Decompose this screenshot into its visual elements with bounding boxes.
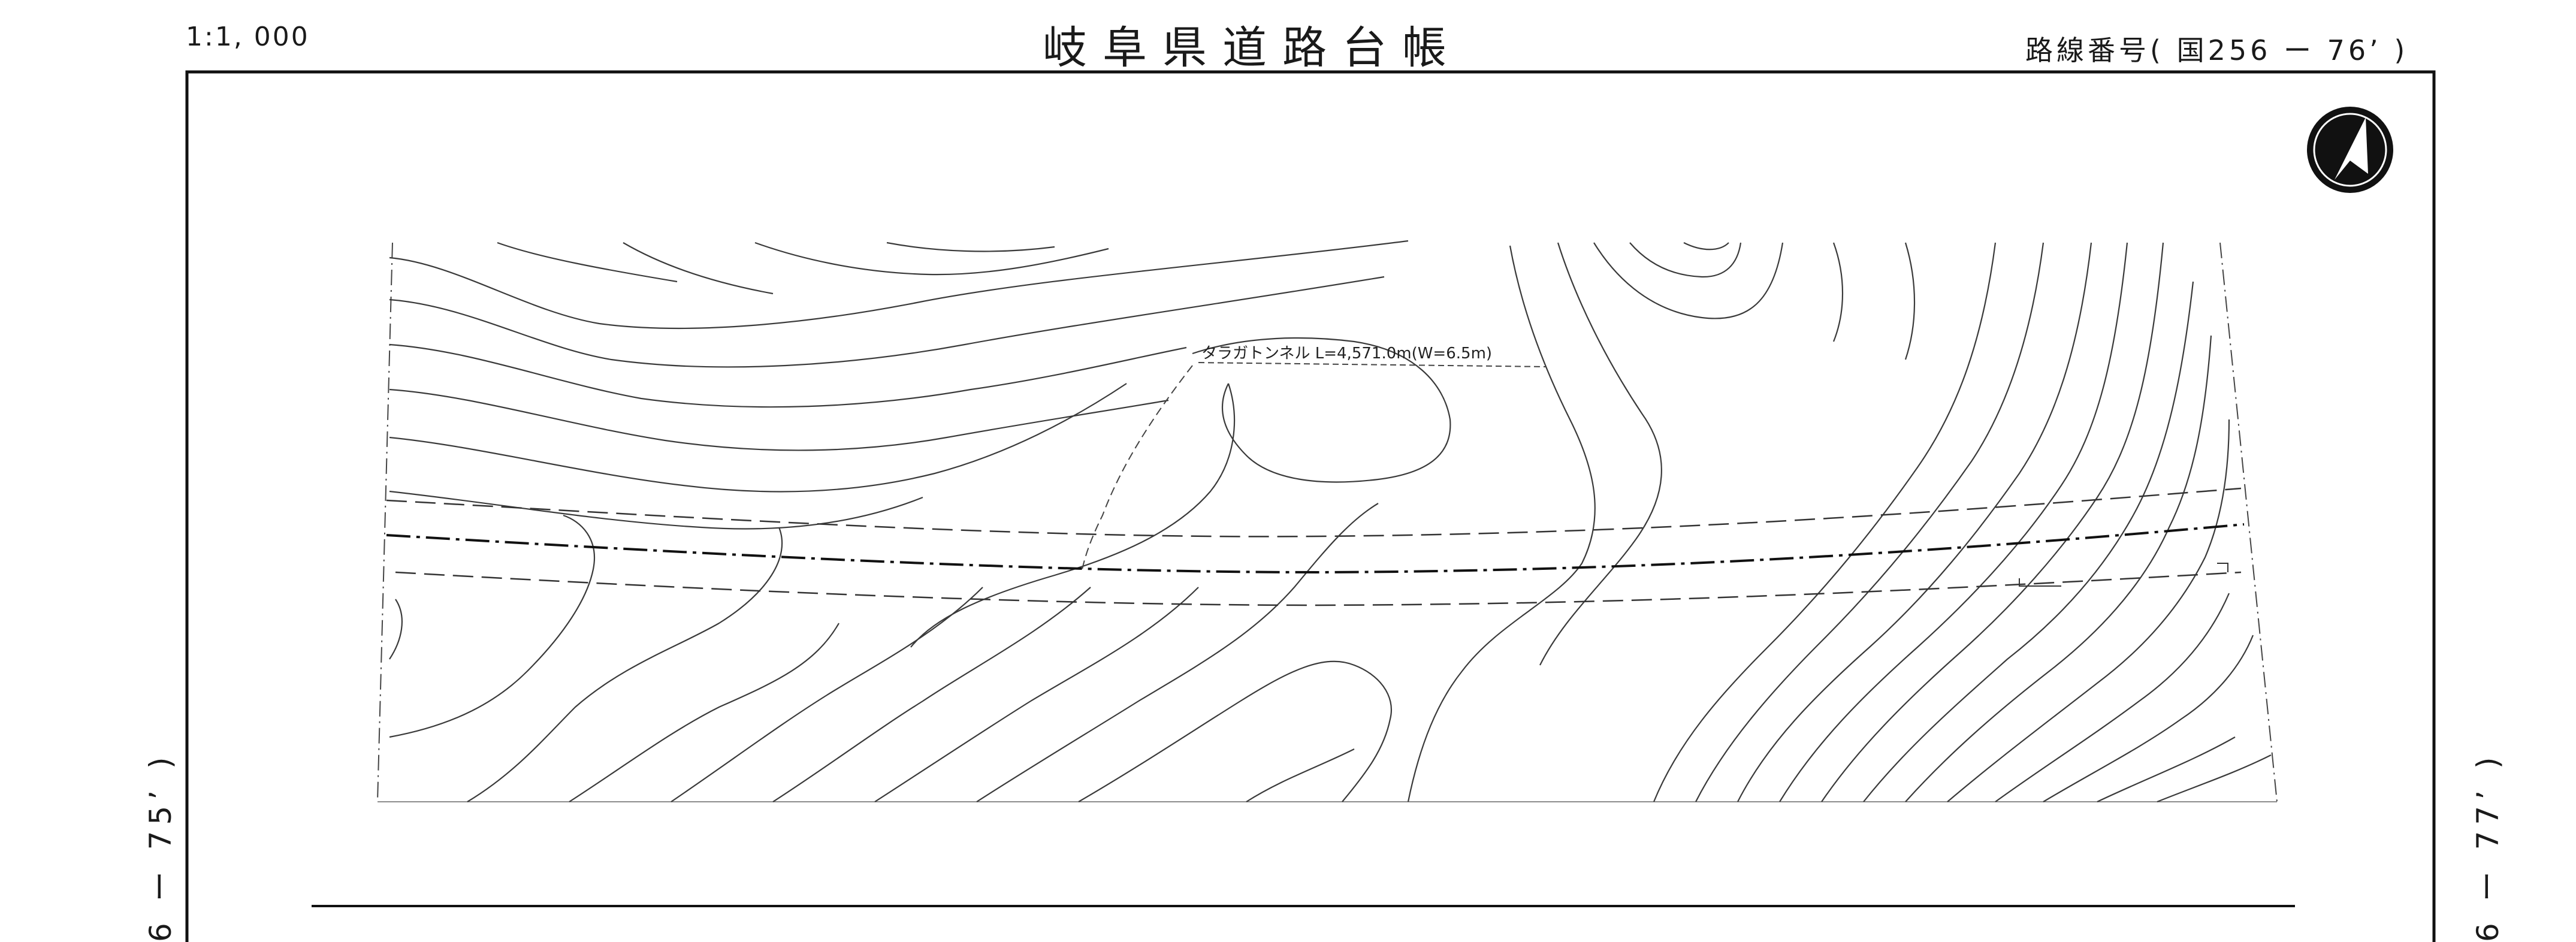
contour-lines (389, 240, 2272, 803)
tunnel-annotation: タラガトンネル L=4,571.0m(W=6.5m) (1081, 345, 1547, 573)
road-detail-marks (2019, 563, 2228, 587)
route-number: 路線番号( 国256 ー 76’ ) (2025, 34, 2409, 67)
map-area-boundary (377, 242, 2278, 802)
page-title: 岐阜県道路台帳 (1043, 22, 1462, 74)
map-scale: 1:1, 000 (186, 22, 310, 52)
map-frame (185, 70, 2436, 942)
road-edge-lines (386, 487, 2242, 606)
road-centerline (386, 523, 2245, 574)
north-arrow-icon (2307, 107, 2393, 193)
tunnel-label: タラガトンネル L=4,571.0m(W=6.5m) (1201, 345, 1492, 363)
